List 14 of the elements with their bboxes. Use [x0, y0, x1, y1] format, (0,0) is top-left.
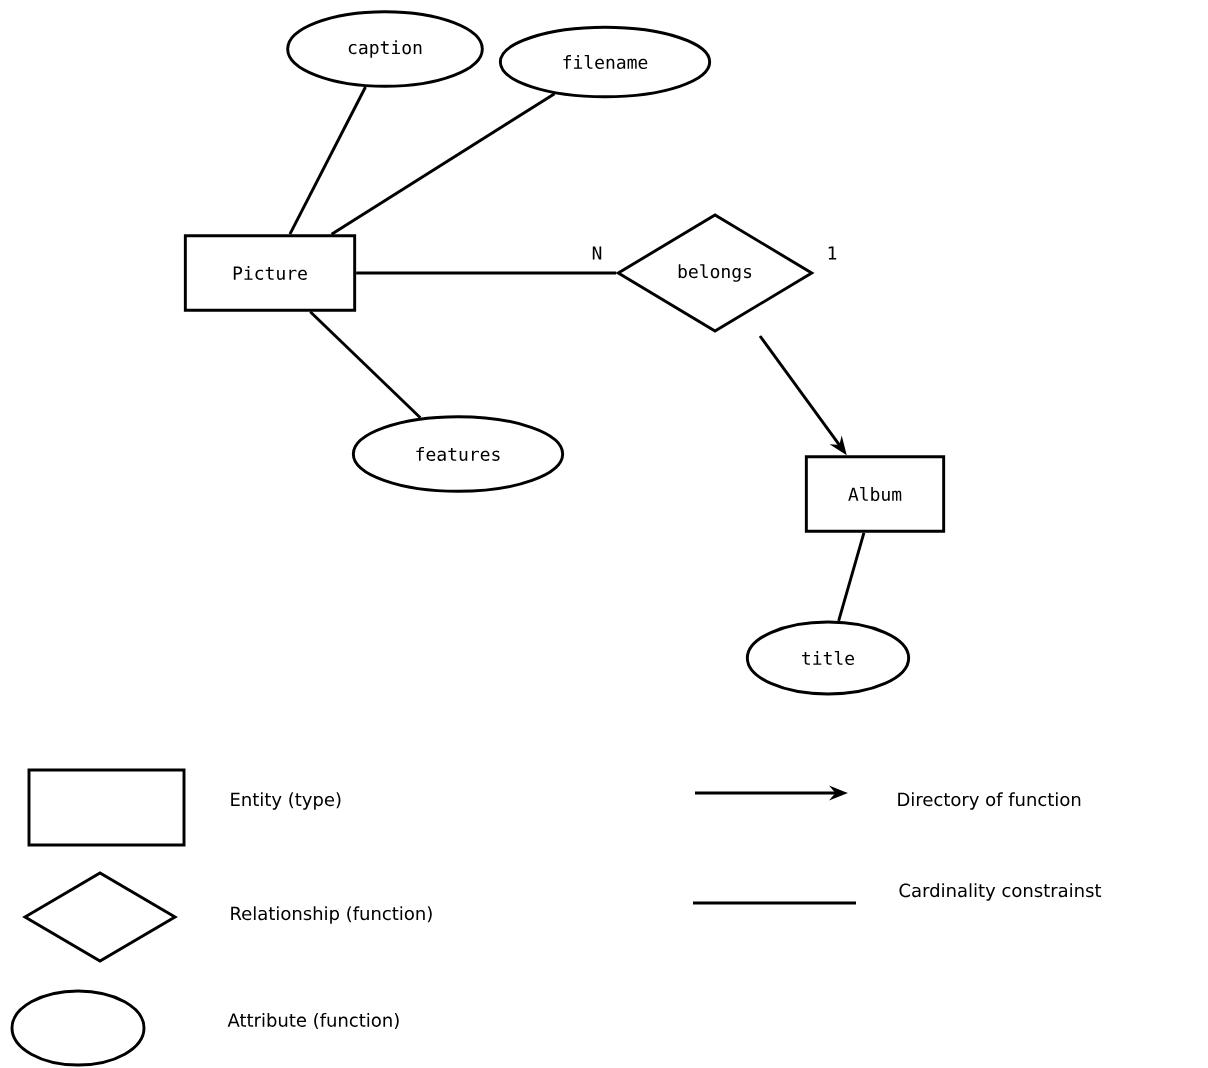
entity-box: Picture [183, 234, 357, 312]
legend-text: Relationship (function) [231, 906, 432, 924]
legend-text: Directory of function [898, 792, 1081, 810]
legend-text: Cardinality constrainst [899, 883, 1102, 901]
legend-text: Attribute (function) [227, 1012, 399, 1030]
legend-text: Entity (type) [231, 792, 341, 810]
cardinality-label: 1 [828, 246, 837, 260]
connector [356, 271, 617, 275]
connector [837, 532, 866, 622]
connector [330, 92, 556, 236]
entity-box: Album [804, 455, 946, 533]
connector [288, 86, 367, 235]
cardinality-label: N [592, 246, 602, 260]
connector [309, 310, 422, 419]
